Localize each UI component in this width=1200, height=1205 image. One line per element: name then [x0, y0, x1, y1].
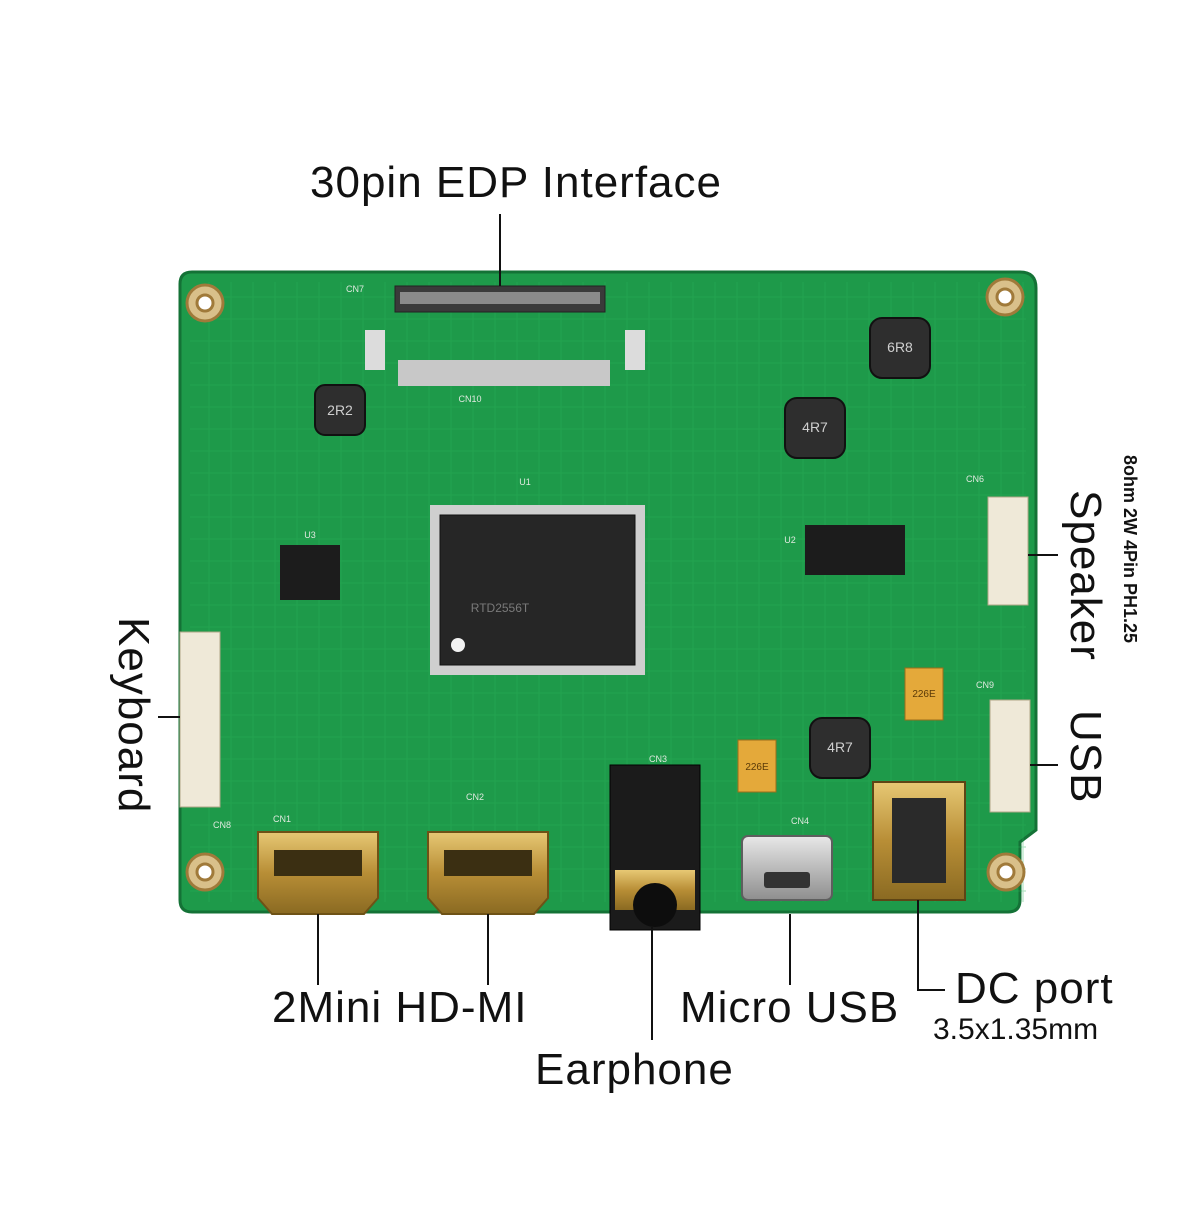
- silkscreen-conn-hdmi2: CN2: [466, 792, 484, 802]
- dc-port: [872, 781, 966, 901]
- edp-connector: [365, 285, 645, 386]
- silkscreen-conn-fpc: CN10: [458, 394, 481, 404]
- mounting-holes: [185, 277, 1026, 892]
- silkscreen-conn-speaker: CN6: [966, 474, 984, 484]
- silkscreen-inductor-4: 4R7: [827, 739, 853, 755]
- silkscreen-cap-1: 226E: [912, 689, 936, 700]
- label-earphone: Earphone: [535, 1045, 734, 1094]
- tantalum-caps: [737, 667, 944, 793]
- inductors: [314, 317, 931, 779]
- leader-lines: [158, 214, 1058, 1040]
- silkscreen-conn-edp: CN7: [346, 284, 364, 294]
- silkscreen-cap-2: 226E: [745, 762, 769, 773]
- silkscreen-chip-u1: U1: [519, 477, 531, 487]
- label-edp-interface: 30pin EDP Interface: [310, 158, 722, 207]
- label-keyboard: Keyboard: [109, 617, 158, 814]
- label-micro-usb: Micro USB: [680, 983, 900, 1032]
- main-chip: [430, 505, 645, 675]
- hdmi-port-1: [257, 831, 379, 915]
- label-speaker: Speaker: [1061, 490, 1110, 661]
- earphone-jack: [609, 764, 701, 931]
- speaker-connector: [987, 496, 1029, 606]
- silkscreen-conn-usb-micro: CN4: [791, 816, 809, 826]
- silkscreen-chip-model: RTD2556T: [471, 601, 530, 615]
- silkscreen-chip-u3: U3: [304, 530, 316, 540]
- label-speaker-spec: 8ohm 2W 4Pin PH1.25: [1120, 455, 1140, 644]
- label-hdmi: 2Mini HD-MI: [272, 983, 528, 1032]
- silkscreen-conn-hdmi1: CN1: [273, 814, 291, 824]
- label-dc-size: 3.5x1.35mm: [933, 1013, 1099, 1046]
- silkscreen-conn-kb: CN8: [213, 820, 231, 830]
- silkscreen-inductor-2: 6R8: [887, 339, 913, 355]
- silkscreen-conn-jack: CN3: [649, 754, 667, 764]
- label-dc-port: DC port: [955, 964, 1114, 1013]
- silkscreen-inductor-3: 4R7: [802, 419, 828, 435]
- chip-u2: [805, 525, 905, 575]
- silkscreen-chip-u2: U2: [784, 535, 796, 545]
- micro-usb-port: [741, 835, 833, 901]
- hdmi-port-2: [427, 831, 549, 915]
- silkscreen-inductor-1: 2R2: [327, 402, 353, 418]
- keyboard-connector: [179, 631, 221, 808]
- chip-u3: [280, 545, 340, 600]
- usb-connector: [989, 699, 1031, 813]
- label-usb: USB: [1061, 710, 1110, 804]
- silkscreen-conn-usb: CN9: [976, 680, 994, 690]
